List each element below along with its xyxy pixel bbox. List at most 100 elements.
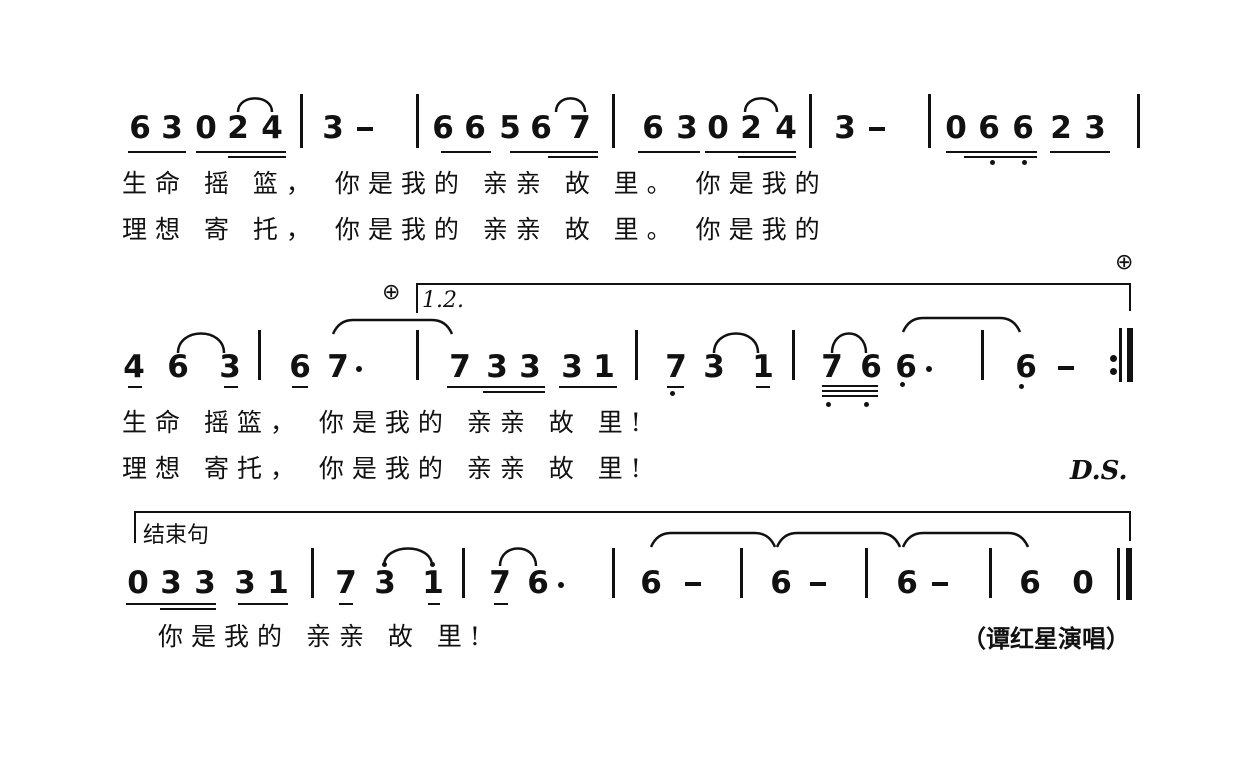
beam-underline bbox=[667, 386, 684, 388]
note: 3 bbox=[519, 349, 541, 385]
slur-tie bbox=[382, 547, 434, 567]
beam-underline bbox=[196, 151, 286, 153]
note: 3 bbox=[322, 110, 344, 146]
note: 6 bbox=[640, 565, 662, 601]
beam-underline bbox=[228, 156, 286, 158]
note: 6 bbox=[527, 565, 549, 601]
volta-bracket-left bbox=[416, 283, 418, 313]
note: 4 bbox=[261, 110, 283, 146]
note: 3 bbox=[161, 110, 183, 146]
bar-line bbox=[612, 94, 615, 148]
beam-underline bbox=[1050, 151, 1110, 153]
note: 0 bbox=[945, 110, 967, 146]
beam-underline bbox=[483, 391, 545, 393]
note: 6 bbox=[978, 110, 1000, 146]
note: 7 bbox=[569, 110, 591, 146]
beam-underline bbox=[946, 151, 1037, 153]
bar-line bbox=[1119, 328, 1122, 382]
octave-dot-below bbox=[1019, 384, 1024, 389]
lyric-line: 理想 寄 托， 你是我的 亲亲 故 里。 你是我的 bbox=[122, 215, 828, 244]
slur-tie bbox=[901, 316, 1022, 333]
beam-underline bbox=[292, 386, 308, 388]
ending-bracket-top bbox=[134, 511, 1130, 513]
beam-underline bbox=[128, 151, 186, 153]
coda-sign-icon: ⊕ bbox=[1115, 250, 1134, 275]
note: 2 bbox=[227, 110, 249, 146]
repeat-dot bbox=[1110, 355, 1117, 362]
beam-underline bbox=[738, 156, 796, 158]
note: 5 bbox=[499, 110, 521, 146]
note: 0 bbox=[707, 110, 729, 146]
note: 3 bbox=[194, 565, 216, 601]
note: 0 bbox=[1072, 565, 1094, 601]
note: 3 bbox=[834, 110, 856, 146]
note: 7 bbox=[489, 565, 511, 601]
bar-line bbox=[416, 94, 419, 148]
beam-underline bbox=[756, 386, 770, 388]
bar-line bbox=[809, 94, 812, 148]
slur-tie bbox=[331, 318, 454, 335]
note: 6 bbox=[129, 110, 151, 146]
note: 6 bbox=[464, 110, 486, 146]
volta-label: 1.2. bbox=[422, 288, 464, 313]
note: 4 bbox=[123, 349, 145, 385]
beam-underline bbox=[548, 156, 598, 158]
note: 0 bbox=[195, 110, 217, 146]
beam-underline bbox=[494, 603, 508, 605]
octave-dot-below bbox=[1022, 160, 1027, 165]
bar-line bbox=[865, 548, 868, 598]
lyric-line: 生命 摇篮， 你是我的 亲亲 故 里! bbox=[122, 408, 649, 437]
note: 1 bbox=[422, 565, 444, 601]
octave-dot-below bbox=[670, 391, 675, 396]
beam-underline bbox=[224, 386, 238, 388]
coda-sign-icon: ⊕ bbox=[382, 280, 401, 305]
bar-line bbox=[740, 548, 743, 598]
note: 3 bbox=[1084, 110, 1106, 146]
bar-line bbox=[928, 94, 931, 148]
ds-label: D.S. bbox=[1070, 456, 1128, 486]
note: 3 bbox=[676, 110, 698, 146]
bar-line bbox=[300, 94, 303, 148]
note: 6 bbox=[167, 349, 189, 385]
note: 3 bbox=[486, 349, 508, 385]
beam-underline bbox=[822, 390, 878, 392]
bar-line bbox=[635, 330, 638, 380]
beam-underline bbox=[339, 603, 353, 605]
beam-underline bbox=[128, 386, 142, 388]
bar-line bbox=[416, 330, 419, 380]
augmentation-dot bbox=[356, 366, 362, 372]
note: 6 bbox=[1019, 565, 1041, 601]
beam-underline bbox=[964, 156, 1037, 158]
note: 6 bbox=[895, 349, 917, 385]
bar-line bbox=[612, 548, 615, 598]
beam-underline bbox=[822, 385, 878, 387]
slur-tie bbox=[498, 547, 538, 567]
note: 1 bbox=[593, 349, 615, 385]
octave-dot-below bbox=[990, 160, 995, 165]
note: 6 bbox=[1012, 110, 1034, 146]
beam-underline bbox=[705, 151, 796, 153]
octave-dot-below bbox=[826, 402, 831, 407]
note: 2 bbox=[1050, 110, 1072, 146]
note: 7 bbox=[335, 565, 357, 601]
note: 3 bbox=[561, 349, 583, 385]
note: 1 bbox=[267, 565, 289, 601]
augmentation-dot bbox=[926, 366, 932, 372]
sustain-dash bbox=[810, 582, 826, 586]
note: 0 bbox=[127, 565, 149, 601]
note: 6 bbox=[289, 349, 311, 385]
note: 6 bbox=[432, 110, 454, 146]
lyric-line: 你是我的 亲亲 故 里! bbox=[158, 622, 488, 651]
note: 4 bbox=[775, 110, 797, 146]
note: 6 bbox=[860, 349, 882, 385]
beam-underline bbox=[559, 386, 617, 388]
slur-tie bbox=[901, 531, 1030, 548]
ending-bracket-right bbox=[1129, 511, 1131, 541]
note: 7 bbox=[327, 349, 349, 385]
note: 7 bbox=[821, 349, 843, 385]
bar-line bbox=[989, 548, 992, 598]
repeat-dot bbox=[1110, 368, 1117, 375]
sustain-dash bbox=[1058, 366, 1074, 370]
beam-underline bbox=[428, 603, 440, 605]
beam-underline bbox=[238, 603, 288, 605]
